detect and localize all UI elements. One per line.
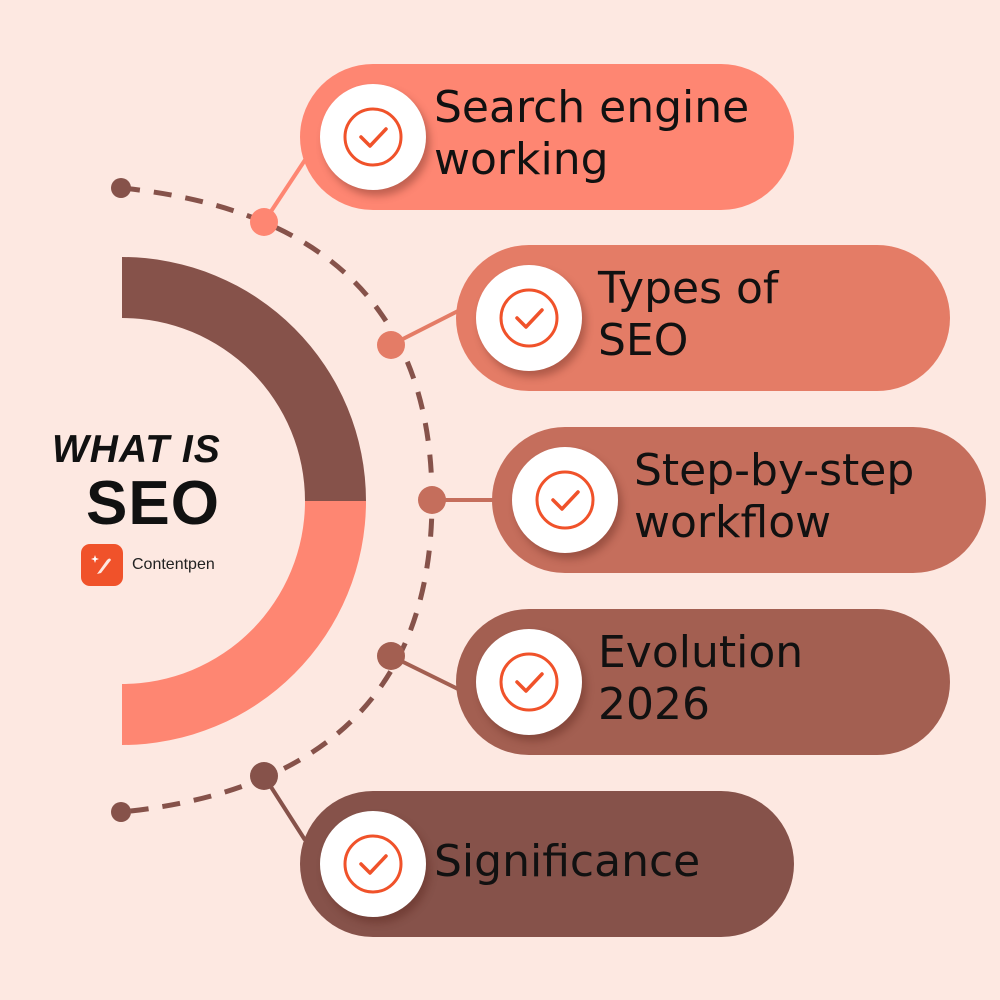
item-label: Evolution 2026: [598, 627, 804, 730]
item-label: Significance: [434, 836, 701, 887]
check-circle-icon: [320, 811, 426, 917]
item-label: Search engine working: [434, 82, 750, 185]
check-circle-icon: [512, 447, 618, 553]
arc-bottom: [122, 501, 366, 745]
pen-sparkle-icon: [91, 555, 111, 574]
arc-top: [122, 257, 366, 501]
check-circle-icon: [476, 265, 582, 371]
item-step-by-step-workflow[interactable]: Step-by-step workflow: [492, 427, 986, 573]
item-evolution-2026[interactable]: Evolution 2026: [456, 609, 950, 755]
item-label: Types of SEO: [598, 263, 779, 366]
item-search-engine-working[interactable]: Search engine working: [300, 64, 794, 210]
title-seo: SEO: [86, 469, 220, 538]
item-types-of-seo[interactable]: Types of SEO: [456, 245, 950, 391]
title-what-is: WHAT IS: [52, 428, 221, 471]
check-circle-icon: [320, 84, 426, 190]
brand-name: Contentpen: [132, 556, 215, 573]
item-significance[interactable]: Significance: [300, 791, 794, 937]
brand-logo: [81, 544, 123, 586]
item-label: Step-by-step workflow: [634, 445, 915, 548]
check-circle-icon: [476, 629, 582, 735]
